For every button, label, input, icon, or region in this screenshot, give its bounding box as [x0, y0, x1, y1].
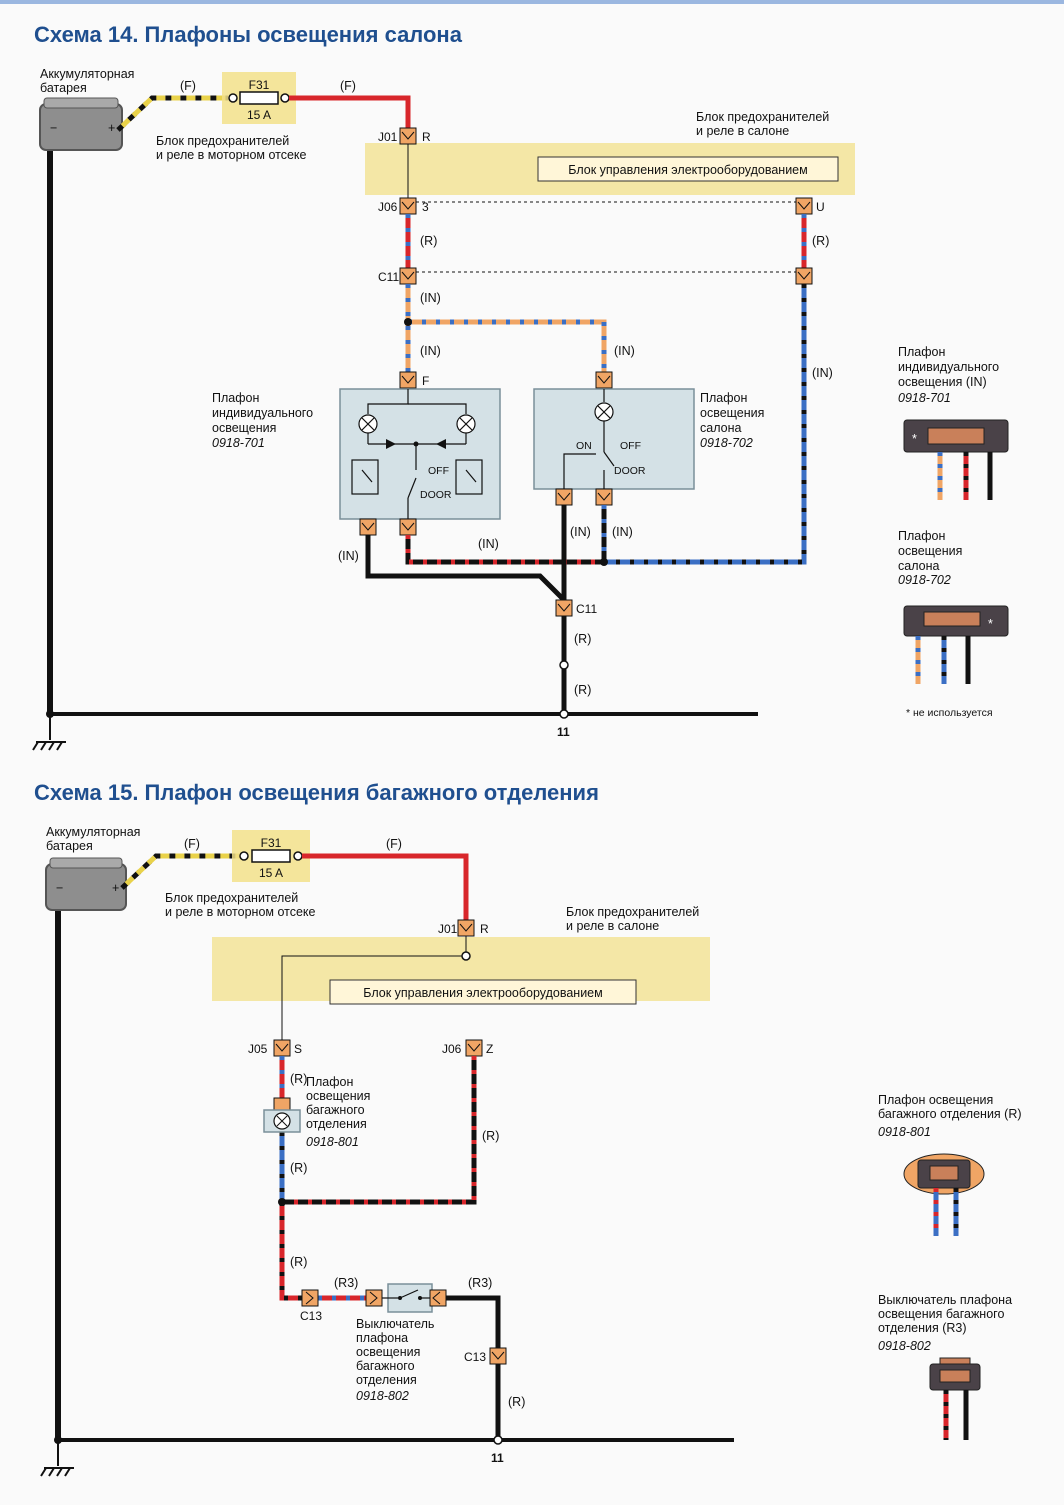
svg-text:OFF: OFF — [428, 465, 449, 477]
svg-text:0918-701: 0918-701 — [898, 391, 951, 405]
fuse-f31-15 — [251, 849, 291, 863]
bcm-label-14: Блок управления электрооборудованием — [568, 163, 807, 177]
svg-text:11: 11 — [491, 1451, 504, 1465]
svg-text:(IN): (IN) — [478, 537, 499, 551]
svg-text:0918-701: 0918-701 — [212, 436, 265, 450]
svg-text:C11: C11 — [576, 602, 597, 616]
bcm-box-15 — [329, 979, 637, 1005]
svg-text:(IN): (IN) — [570, 525, 591, 539]
svg-text:J01: J01 — [438, 922, 458, 936]
svg-text:(F): (F) — [386, 837, 402, 851]
svg-text:(R): (R) — [574, 632, 591, 646]
wire-f-label-14b: (F) — [340, 79, 356, 93]
ground-symbol-14 — [32, 741, 66, 751]
connector-view-0918-701: * — [903, 419, 1009, 500]
svg-text:R: R — [480, 922, 489, 936]
svg-text:(R): (R) — [812, 234, 829, 248]
bcm-box-14 — [537, 156, 839, 182]
svg-text:U: U — [816, 200, 825, 214]
not-used-note: * не используется — [906, 707, 993, 719]
svg-text:11: 11 — [557, 725, 570, 739]
svg-text:0918-801: 0918-801 — [878, 1125, 931, 1139]
svg-text:C13: C13 — [300, 1309, 322, 1323]
svg-text:*: * — [912, 432, 917, 446]
lamp-individual-module — [339, 388, 501, 520]
svg-text:(R): (R) — [482, 1129, 499, 1143]
svg-text:0918-802: 0918-802 — [878, 1339, 931, 1353]
svg-text:(R): (R) — [290, 1072, 307, 1086]
svg-text:(F): (F) — [184, 837, 200, 851]
svg-text:ON: ON — [576, 440, 592, 452]
svg-text:3: 3 — [422, 200, 429, 214]
svg-text:Z: Z — [486, 1042, 493, 1056]
svg-text:(R): (R) — [290, 1161, 307, 1175]
svg-text:(IN): (IN) — [338, 549, 359, 563]
svg-text:−: − — [56, 881, 63, 895]
svg-text:0918-802: 0918-802 — [356, 1389, 409, 1403]
svg-text:DOOR: DOOR — [614, 465, 646, 477]
fuse-f31-14 — [239, 91, 279, 105]
ground-symbol-15 — [40, 1467, 74, 1477]
svg-text:(R): (R) — [508, 1395, 525, 1409]
page-top-strip — [0, 0, 1064, 4]
svg-text:0918-702: 0918-702 — [700, 436, 753, 450]
svg-text:0918-702: 0918-702 — [898, 573, 951, 587]
svg-text:−: − — [50, 121, 57, 135]
svg-text:(R3): (R3) — [468, 1276, 492, 1290]
svg-text:(R3): (R3) — [334, 1276, 358, 1290]
svg-text:R: R — [422, 130, 431, 144]
svg-text:OFF: OFF — [620, 440, 641, 452]
svg-text:15 A: 15 A — [259, 866, 283, 880]
connector-view-0918-702: * — [903, 605, 1009, 684]
svg-text:S: S — [294, 1042, 302, 1056]
scheme-15: Схема 15. Плафон освещения багажного отд… — [34, 780, 1022, 1477]
svg-text:*: * — [988, 617, 993, 631]
svg-text:J06: J06 — [442, 1042, 462, 1056]
svg-text:(R): (R) — [420, 234, 437, 248]
svg-text:C11: C11 — [378, 270, 399, 284]
svg-text:(R): (R) — [574, 683, 591, 697]
svg-text:(IN): (IN) — [614, 344, 635, 358]
scheme-14-title: Схема 14. Плафоны освещения салона — [34, 22, 463, 47]
svg-text:J05: J05 — [248, 1042, 268, 1056]
svg-text:(IN): (IN) — [420, 291, 441, 305]
scheme-14: Схема 14. Плафоны освещения салона Блок … — [32, 22, 1009, 751]
svg-text:J01: J01 — [378, 130, 398, 144]
bcm-label-15: Блок управления электрооборудованием — [363, 986, 602, 1000]
svg-text:F: F — [422, 374, 429, 388]
svg-text:(R): (R) — [290, 1255, 307, 1269]
svg-text:(IN): (IN) — [420, 344, 441, 358]
svg-text:DOOR: DOOR — [420, 489, 452, 501]
lamp-cabin-module — [533, 388, 695, 490]
connector-view-0918-802 — [929, 1357, 981, 1440]
svg-text:F31: F31 — [261, 836, 282, 850]
svg-text:0918-801: 0918-801 — [306, 1135, 359, 1149]
svg-text:(IN): (IN) — [812, 366, 833, 380]
svg-text:+: + — [108, 121, 115, 135]
scheme-15-title: Схема 15. Плафон освещения багажного отд… — [34, 780, 599, 805]
svg-text:(IN): (IN) — [612, 525, 633, 539]
connector-view-0918-801 — [903, 1153, 985, 1236]
svg-text:J06: J06 — [378, 200, 398, 214]
svg-text:15 A: 15 A — [247, 108, 271, 122]
wire-f-label-14a: (F) — [180, 79, 196, 93]
svg-text:C13: C13 — [464, 1350, 486, 1364]
svg-text:+: + — [112, 881, 119, 895]
svg-text:F31: F31 — [249, 78, 270, 92]
